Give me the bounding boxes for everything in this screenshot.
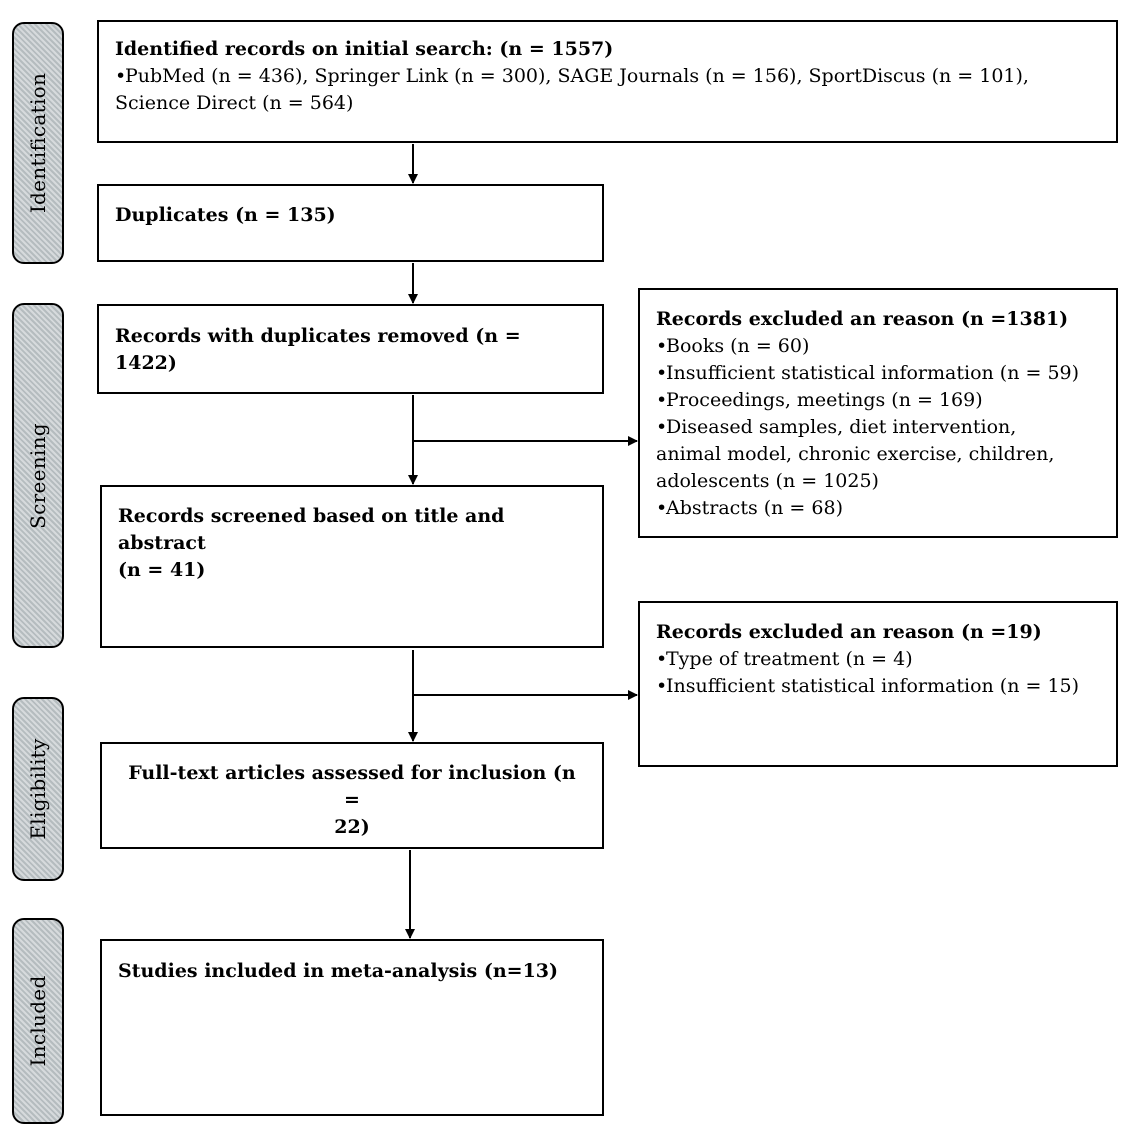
bullet: • [115,65,127,87]
bullet: • [656,648,668,670]
stage-screening: Screening [12,303,64,648]
exclusion-item: •Insufficient statistical information (n… [656,360,1100,387]
bullet: • [656,416,668,438]
identified-records-sources-line1: PubMed (n = 436), Springer Link (n = 300… [125,65,1029,87]
exclusion-item-continuation: adolescents (n = 1025) [656,470,879,492]
identified-records-box: Identified records on initial search: (n… [97,20,1118,143]
exclusion-item: •Proceedings, meetings (n = 169) [656,387,1100,414]
fulltext-assessed-title-line1: Full-text articles assessed for inclusio… [128,762,576,811]
records-screened-title-line2: (n = 41) [118,559,206,581]
studies-included-box: Studies included in meta-analysis (n=13) [100,939,604,1116]
stage-identification: Identification [12,22,64,264]
bullet: • [656,362,668,384]
excluded-records-1-title: Records excluded an reason (n =1381) [656,308,1069,330]
bullet: • [656,335,668,357]
exclusion-item: •Type of treatment (n = 4) [656,646,1100,673]
exclusion-item-text: Insufficient statistical information (n … [666,675,1080,697]
excluded-records-box-1: Records excluded an reason (n =1381) •Bo… [638,288,1118,538]
exclusion-item-text: Insufficient statistical information (n … [666,362,1080,384]
exclusion-item: •Books (n = 60) [656,333,1100,360]
fulltext-assessed-title-line2: 22) [334,816,370,838]
exclusion-item-text: Diseased samples, diet intervention, [666,416,1017,438]
exclusion-item-text: Proceedings, meetings (n = 169) [666,389,983,411]
duplicates-title: Duplicates (n = 135) [115,204,336,226]
bullet: • [656,497,668,519]
exclusion-item: •Abstracts (n = 68) [656,495,1100,522]
stage-included: Included [12,918,64,1124]
records-screened-title-line1: Records screened based on title and abst… [118,505,505,554]
records-screened-box: Records screened based on title and abst… [100,485,604,648]
exclusion-item-text: Abstracts (n = 68) [666,497,843,519]
stage-eligibility: Eligibility [12,697,64,881]
fulltext-assessed-box: Full-text articles assessed for inclusio… [100,742,604,849]
identified-records-sources: •PubMed (n = 436), Springer Link (n = 30… [115,63,1100,90]
bullet: • [656,675,668,697]
excluded-records-box-2: Records excluded an reason (n =19) •Type… [638,601,1118,767]
duplicates-removed-box: Records with duplicates removed (n = 142… [97,304,604,394]
exclusion-item: •Diseased samples, diet intervention, [656,414,1100,441]
studies-included-title: Studies included in meta-analysis (n=13) [118,960,559,982]
duplicates-box: Duplicates (n = 135) [97,184,604,262]
exclusion-item: •Insufficient statistical information (n… [656,673,1100,700]
exclusion-item-text: Type of treatment (n = 4) [666,648,913,670]
identified-records-sources-line2: Science Direct (n = 564) [115,92,354,114]
excluded-records-2-title: Records excluded an reason (n =19) [656,621,1042,643]
duplicates-removed-title: Records with duplicates removed (n = 142… [115,325,521,374]
exclusion-item-text: Books (n = 60) [666,335,810,357]
bullet: • [656,389,668,411]
exclusion-item-continuation: animal model, chronic exercise, children… [656,443,1055,465]
identified-records-title: Identified records on initial search: (n… [115,38,614,60]
